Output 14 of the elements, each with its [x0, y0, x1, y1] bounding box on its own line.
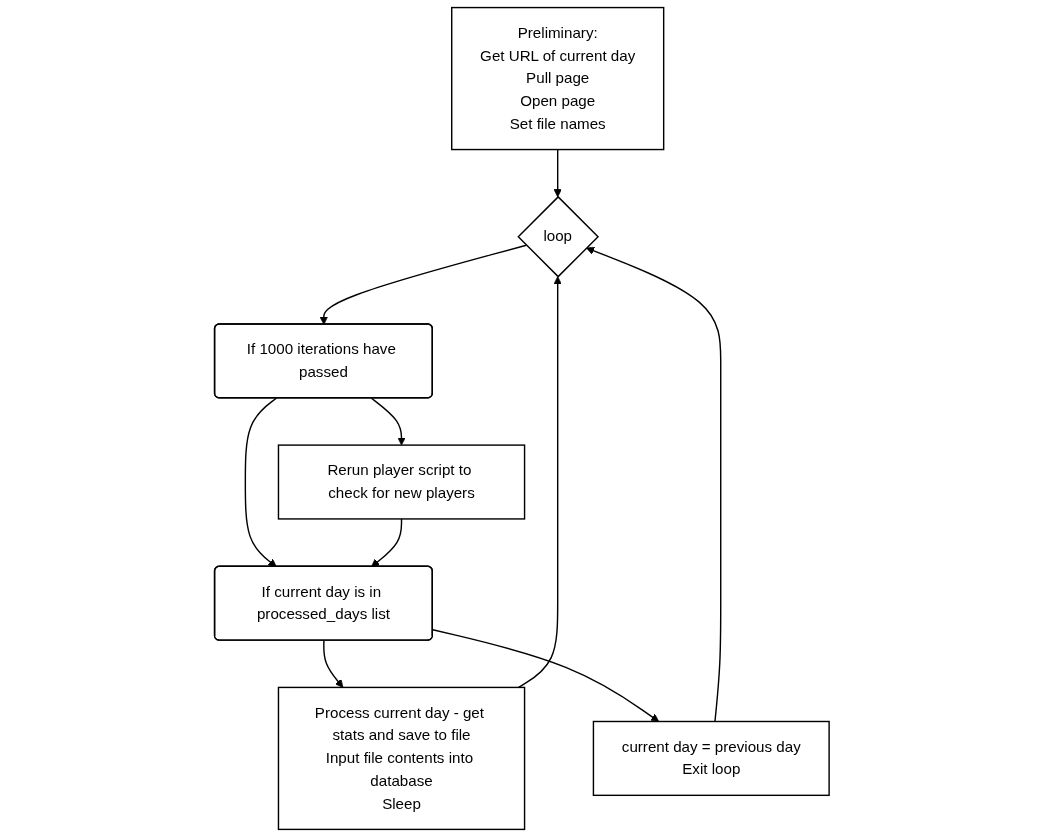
arrow [319, 244, 527, 325]
arrow [370, 518, 402, 568]
arrow [244, 397, 277, 568]
arrow [431, 629, 659, 722]
node-box: Rerun player script to check for new players [277, 444, 525, 520]
node-box: Preliminary: Get URL of current day Pull page Open page Set file names [450, 6, 665, 151]
arrow [585, 246, 722, 723]
node-box: Process current day - get stats and save to file Input file contents into database Sleep [277, 686, 525, 831]
arrow [517, 276, 562, 689]
node-box: current day = previous day Exit loop [592, 720, 830, 797]
arrow [322, 639, 343, 688]
arrow [370, 397, 406, 446]
arrow [553, 148, 562, 198]
node-diamond: loop [516, 195, 599, 278]
